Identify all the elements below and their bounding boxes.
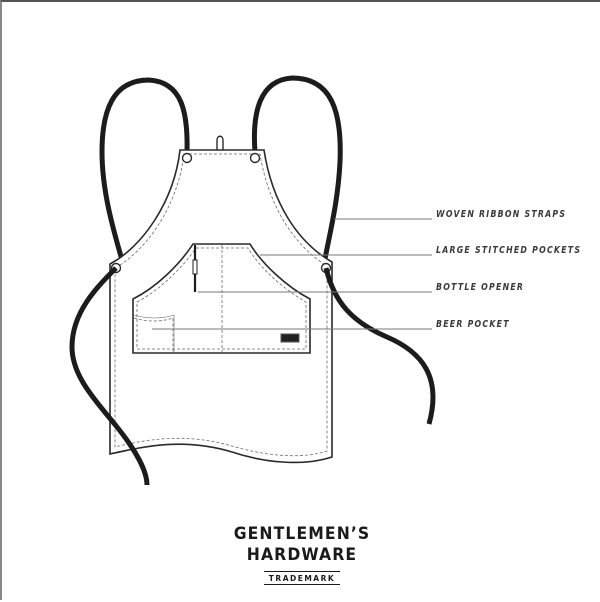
- brand-logo: GENTLEMEN’S HARDWARE TRADEMARK: [2, 524, 600, 585]
- label-patch: [280, 333, 300, 343]
- callout-beer-pocket: BEER POCKET: [436, 319, 510, 330]
- brand-tagline: TRADEMARK: [263, 571, 341, 585]
- brand-line-2: HARDWARE: [246, 545, 358, 565]
- front-pocket-stitching: [136, 247, 307, 350]
- grommet-top-left: [181, 152, 193, 164]
- apron-stitching: [114, 153, 328, 457]
- brand-line-1: GENTLEMEN’S: [233, 524, 371, 544]
- right-neck-strap: [251, 75, 343, 267]
- right-waist-tie: [323, 267, 436, 425]
- bottle-opener-tool: [192, 259, 198, 275]
- left-waist-tie: [69, 266, 150, 486]
- hanging-loop: [216, 135, 224, 150]
- callout-large-stitched-pockets: LARGE STITCHED POCKETS: [436, 245, 582, 256]
- beer-pocket-edge: [133, 314, 175, 352]
- callout-bottle-opener: BOTTLE OPENER: [436, 282, 525, 293]
- callout-woven-ribbon-straps: WOVEN RIBBON STRAPS: [436, 209, 567, 220]
- beer-pocket-shape: [133, 317, 174, 352]
- grommet-top-right: [249, 152, 261, 164]
- left-neck-strap: [99, 77, 190, 263]
